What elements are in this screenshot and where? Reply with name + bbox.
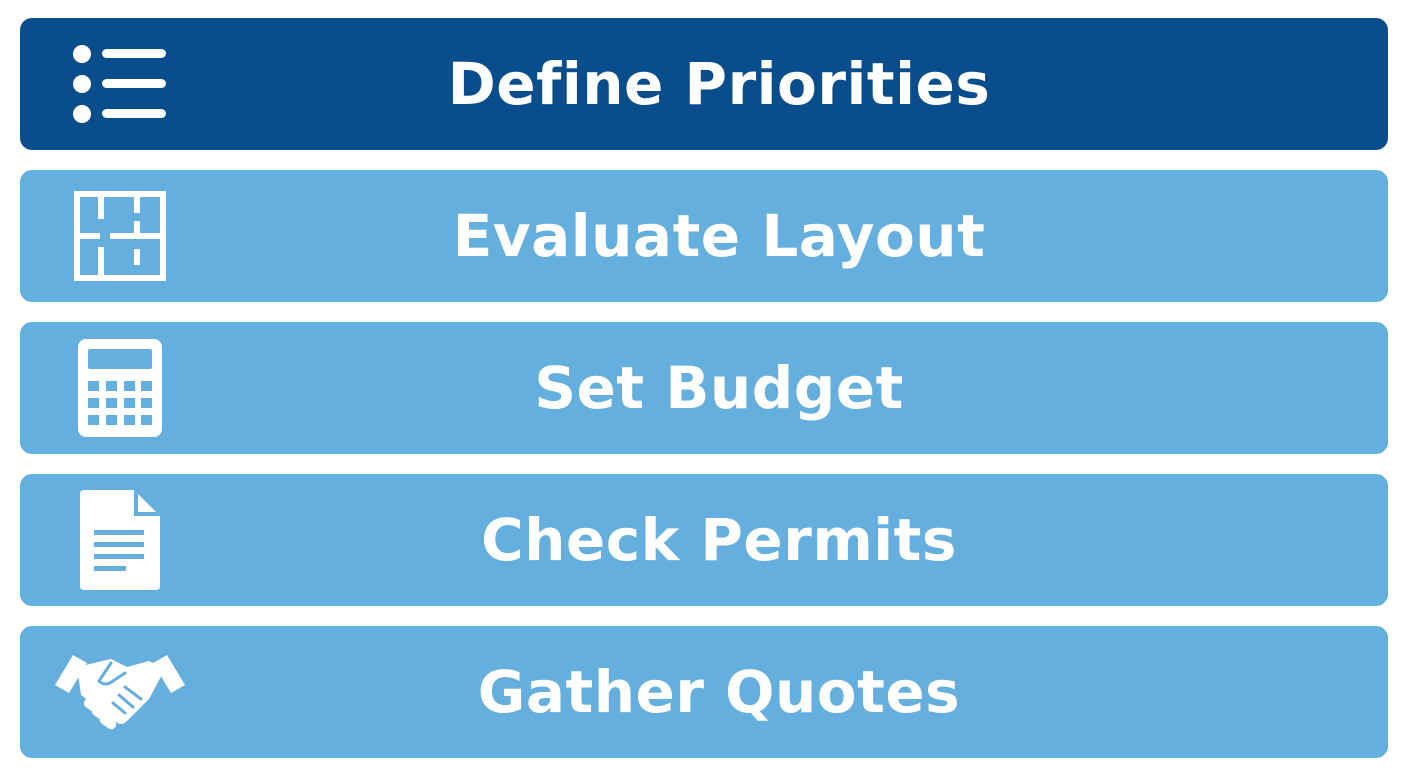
calculator-icon bbox=[50, 322, 190, 454]
list-icon bbox=[50, 18, 190, 150]
step-evaluate-layout[interactable]: Evaluate Layout bbox=[20, 170, 1388, 302]
step-label: Evaluate Layout bbox=[452, 202, 986, 270]
step-label: Gather Quotes bbox=[477, 658, 961, 726]
step-define-priorities[interactable]: Define Priorities bbox=[20, 18, 1388, 150]
floor-plan-icon bbox=[50, 170, 190, 302]
handshake-icon bbox=[50, 626, 190, 758]
step-label: Set Budget bbox=[534, 354, 904, 422]
step-label: Define Priorities bbox=[447, 50, 991, 118]
document-icon bbox=[50, 474, 190, 606]
step-check-permits[interactable]: Check Permits bbox=[20, 474, 1388, 606]
step-label: Check Permits bbox=[481, 506, 957, 574]
step-set-budget[interactable]: Set Budget bbox=[20, 322, 1388, 454]
step-gather-quotes[interactable]: Gather Quotes bbox=[20, 626, 1388, 758]
steps-list: Define Priorities Evaluate Layout bbox=[20, 18, 1388, 758]
